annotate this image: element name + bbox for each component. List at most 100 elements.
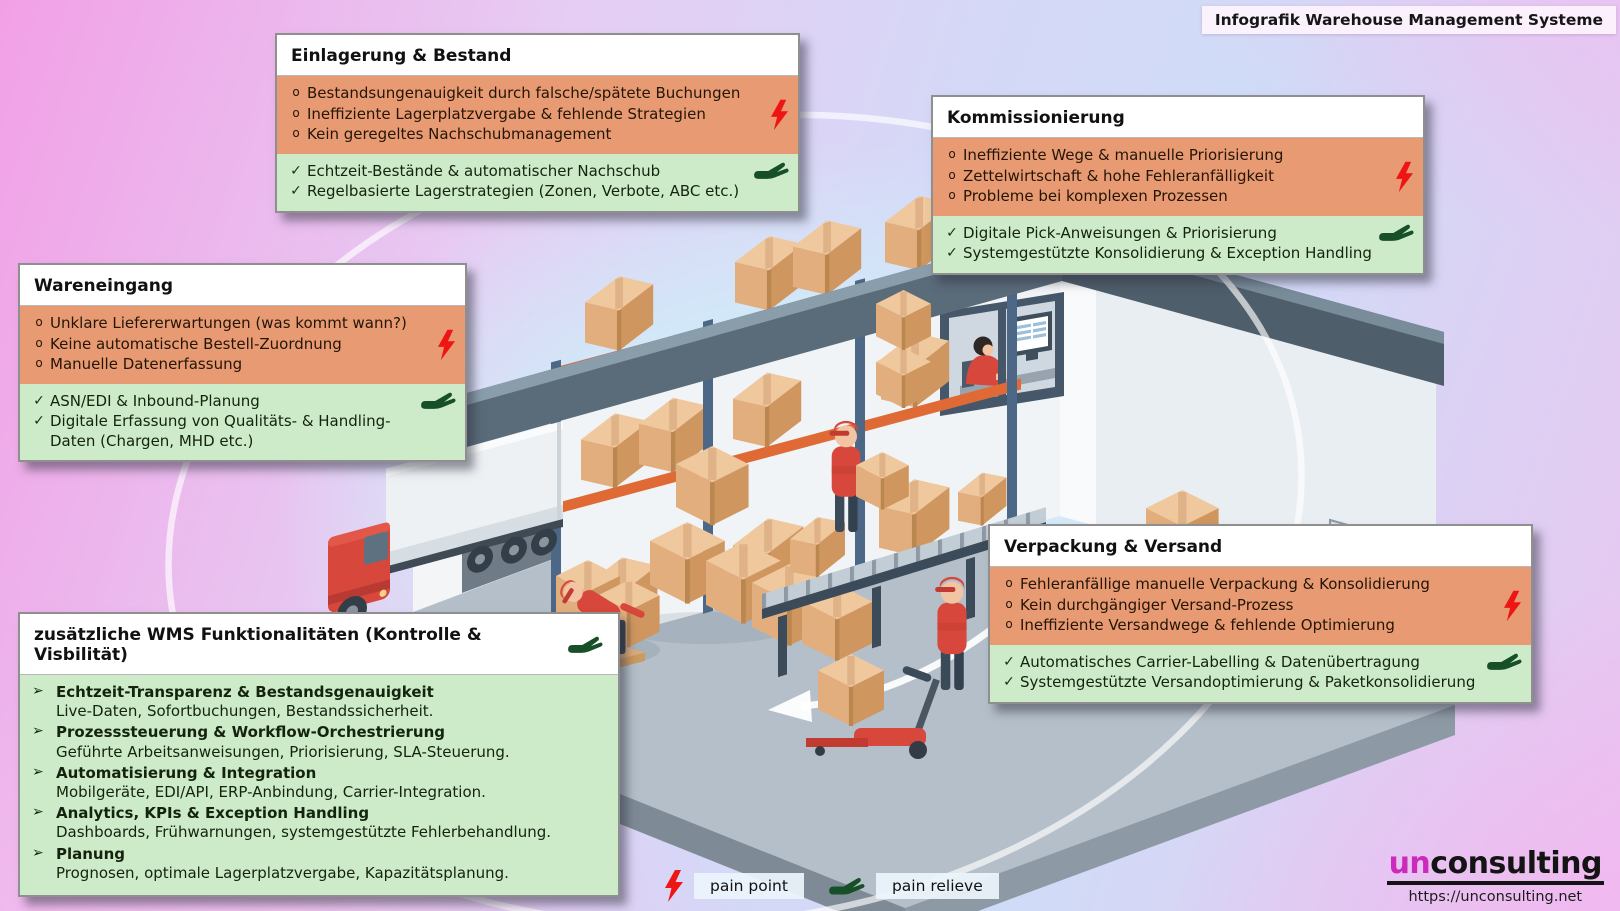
relieve-text: Digitale Pick-Anweisungen & Priorisierun… [963,223,1277,242]
pain-item: o Ineffiziente Lagerplatzvergabe & fehlen… [285,105,764,125]
pain-point-icon [770,99,789,130]
legend-pain-point-label: pain point [694,873,804,899]
relieve-item: ✓ Systemgestützte Versandoptimierung & Pa… [998,673,1521,693]
title-badge: Infografik Warehouse Management Systeme [1201,6,1616,34]
pain-text: Probleme bei komplexen Prozessen [963,187,1228,205]
relieve-text: Automatisches Carrier-Labelling & Datenü… [1020,652,1420,671]
circle-bullet-icon: o [1005,596,1013,611]
feature-heading: Planung [56,844,126,863]
pain-point-icon [665,870,683,902]
feature-detail: Mobilgeräte, EDI/API, ERP-Anbindung, Car… [56,782,486,801]
pain-text: Ineffiziente Lagerplatzvergabe & fehlend… [307,104,706,123]
circle-bullet-icon: o [292,105,300,120]
relieve-text: Digitale Erfassung von Qualitäts- & Hand… [50,412,391,450]
pain-text: Ineffiziente Versandwege & fehlende Opti… [1020,616,1395,634]
pain-text: Kein durchgängiger Versand-Prozess [1020,595,1294,614]
circle-bullet-icon: o [292,126,300,140]
pain-item: o Unklare Liefererwartungen (was kommt wa… [28,314,431,334]
brand-footer: unconsulting https://unconsulting.net [1386,849,1604,905]
pain-section: o Unklare Liefererwartungen (was kommt wa… [20,306,465,384]
pain-text: Manuelle Datenerfassung [50,355,243,373]
pain-text: Kein geregeltes Nachschubmanagement [307,125,612,143]
circle-bullet-icon: o [948,188,956,202]
relieve-text: Regelbasierte Lagerstrategien (Zonen, Ve… [307,182,740,200]
pain-item: o Ineffiziente Versandwege & fehlende Opt… [998,616,1497,636]
check-icon: ✓ [33,392,45,409]
pain-text: Zettelwirtschaft & hohe Fehleranfälligke… [963,166,1274,185]
wms-feature: ➢ Prozesssteuerung & Workflow-Orchestrier… [32,723,606,761]
pain-relieve-icon [1379,224,1414,241]
pain-item: o Zettelwirtschaft & hohe Fehleranfälligk… [941,167,1389,187]
arrow-bullet-icon: ➢ [32,723,44,740]
conveyor-belt [762,465,1046,678]
relieve-item: ✓ Regelbasierte Lagerstrategien (Zonen, V… [285,182,788,202]
feature-detail: Geführte Arbeitsanweisungen, Priorisieru… [56,742,510,761]
pain-item: o Manuelle Datenerfassung [28,355,431,375]
pain-relieve-icon [421,392,456,409]
circle-bullet-icon: o [948,147,956,161]
relieve-item: ✓ASN/EDI & Inbound-Planung [28,392,423,412]
relieve-section: ✓ Automatisches Carrier-Labelling & Daten… [990,644,1531,702]
arrow-bullet-icon: ➢ [32,804,44,821]
callout-title: Verpackung & Versand [990,526,1531,567]
feature-heading: Echtzeit-Transparenz & Bestandsgenauigke… [56,683,434,701]
feature-heading: Prozesssteuerung & Workflow-Orchestrieru… [56,723,445,742]
callout-title-text: zusätzliche WMS Funktionalitäten (Kontro… [34,625,482,665]
check-icon: ✓ [1003,674,1015,690]
relieve-text: Systemgestützte Konsolidierung & Excepti… [963,244,1372,262]
pain-relieve-icon [754,162,789,179]
pallet-jack [806,654,940,759]
pain-item: o Probleme bei komplexen Prozessen [941,187,1389,207]
website-url[interactable]: https://unconsulting.net [1408,889,1583,905]
arrow-bullet-icon: ➢ [32,683,44,699]
circle-bullet-icon: o [292,85,300,99]
pain-text: Keine automatische Bestell-Zuordnung [50,334,342,353]
pain-relieve-icon [1487,653,1522,670]
relieve-item: ✓ Automatisches Carrier-Labelling & Daten… [998,653,1521,673]
pain-point-icon [437,329,456,360]
callout-title: Einlagerung & Bestand [277,35,798,76]
pain-text: Bestandsungenauigkeit durch falsche/spät… [307,84,741,102]
relieve-section: ✓ASN/EDI & Inbound-Planung ✓Digitale Erf… [20,383,465,460]
circle-bullet-icon: o [35,356,43,370]
check-icon: ✓ [290,183,302,199]
office-window [940,292,1064,416]
monitor-icon [1010,311,1052,361]
pain-text: Unklare Liefererwartungen (was kommt wan… [50,314,407,332]
feature-heading: Automatisierung & Integration [56,763,317,782]
callout-einlagerung-bestand: Einlagerung & Bestand o Bestandsungenauig… [275,33,800,213]
check-icon: ✓ [946,224,958,241]
pain-relieve-icon [568,636,603,653]
legend-pain-relieve-label: pain relieve [875,873,999,899]
relieve-item: ✓ Digitale Pick-Anweisungen & Priorisieru… [941,224,1413,244]
pain-text: Fehleranfällige manuelle Verpackung & Ko… [1020,575,1430,593]
feature-heading: Analytics, KPIs & Exception Handling [56,804,370,823]
pain-section: o Bestandsungenauigkeit durch falsche/spä… [277,76,798,154]
relieve-item: ✓Systemgestützte Konsolidierung & Except… [941,244,1413,264]
circle-bullet-icon: o [1005,576,1013,590]
pain-item: o Bestandsungenauigkeit durch falsche/spä… [285,84,764,104]
circle-bullet-icon: o [948,167,956,182]
pain-point-icon [1503,590,1522,621]
callout-title: zusätzliche WMS Funktionalitäten (Kontro… [20,614,618,675]
arrow-bullet-icon: ➢ [32,844,44,861]
relieve-item: ✓Digitale Erfassung von Qualitäts- & Han… [28,412,423,451]
arrow-bullet-icon: ➢ [32,763,44,780]
pain-item: o Keine automatische Bestell-Zuordnung [28,335,431,355]
circle-bullet-icon: o [1005,617,1013,631]
check-icon: ✓ [1003,653,1015,670]
feature-detail: Dashboards, Frühwarnungen, systemgestütz… [56,823,551,842]
circle-bullet-icon: o [35,315,43,329]
unconsulting-logo: unconsulting [1386,849,1604,885]
pain-section: o Fehleranfällige manuelle Verpackung & K… [990,567,1531,645]
relieve-text: Systemgestützte Versandoptimierung & Pak… [1020,673,1476,691]
legend: pain point pain relieve [664,870,999,902]
wms-feature-list: ➢ Echtzeit-Transparenz & Bestandsgenauigk… [20,675,618,895]
relieve-item: ✓Echtzeit-Bestände & automatischer Nachs… [285,162,788,182]
circle-bullet-icon: o [35,335,43,350]
